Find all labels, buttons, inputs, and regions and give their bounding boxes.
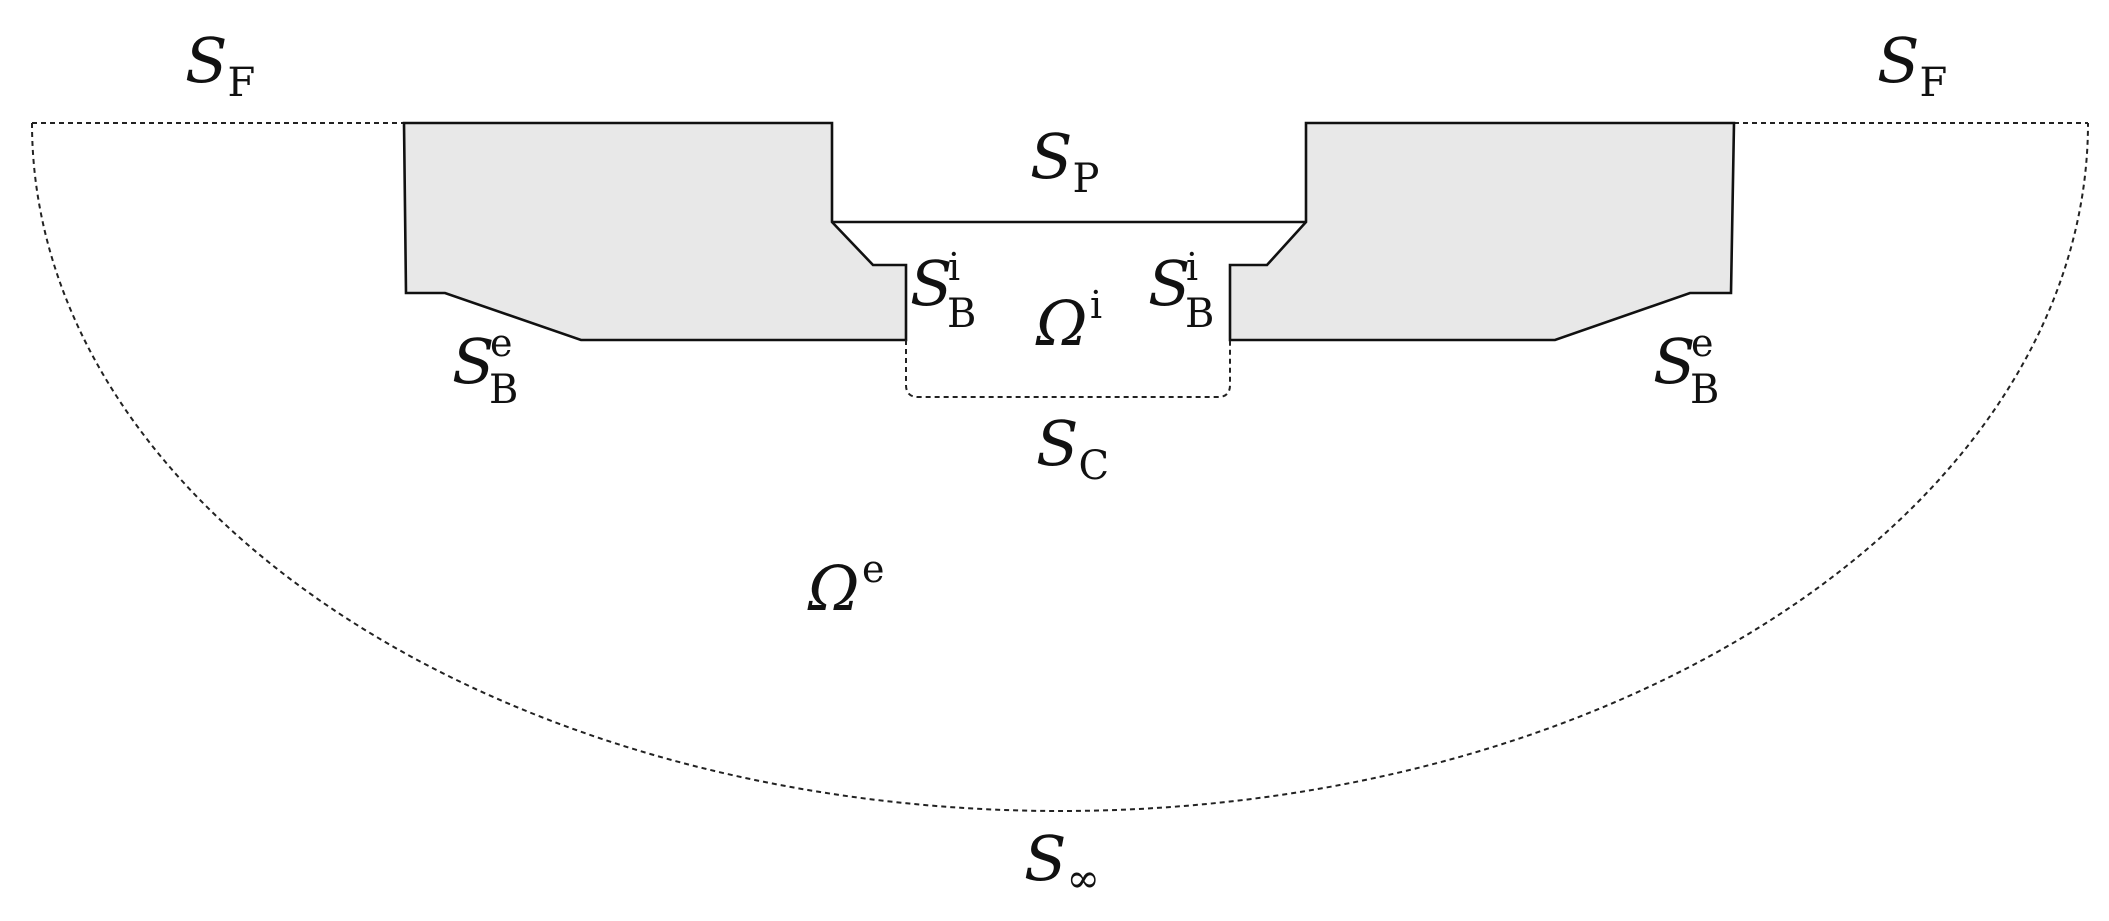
label-body-outer-right-sub: B (1690, 367, 1719, 413)
label-inner-domain-sup: i (1090, 283, 1102, 327)
control-surface (905, 340, 1231, 398)
label-free-surface-left: SF (185, 24, 255, 106)
label-body-inner-right-sub: B (1185, 291, 1214, 337)
label-far-field: S∞ (1024, 822, 1100, 902)
label-body-inner-right-sup: i (1186, 245, 1198, 289)
label-outer-domain-sup: e (862, 547, 885, 591)
hull-left (402, 121, 908, 342)
label-body-outer-left-sup: e (490, 321, 513, 365)
label-inner-domain: Ω (1035, 287, 1087, 360)
hull-right (1228, 121, 1736, 342)
label-body-inner-right: S (1148, 247, 1190, 320)
label-control-surface: SC (1036, 407, 1109, 489)
label-body-outer-right: S (1653, 325, 1695, 398)
label-body-outer-left-sub: B (489, 367, 518, 413)
far-field-boundary (31, 122, 2089, 812)
label-body-inner-left-sup: i (948, 245, 960, 289)
label-body-inner-left-sub: B (947, 291, 976, 337)
label-body-outer-right-sup: e (1691, 321, 1714, 365)
label-body-outer-left: S (452, 325, 494, 398)
label-outer-domain: Ω (807, 552, 859, 625)
label-pontoon-surface: SP (1030, 120, 1099, 202)
label-body-inner-left: S (910, 247, 952, 320)
label-free-surface-right: SF (1877, 24, 1947, 106)
